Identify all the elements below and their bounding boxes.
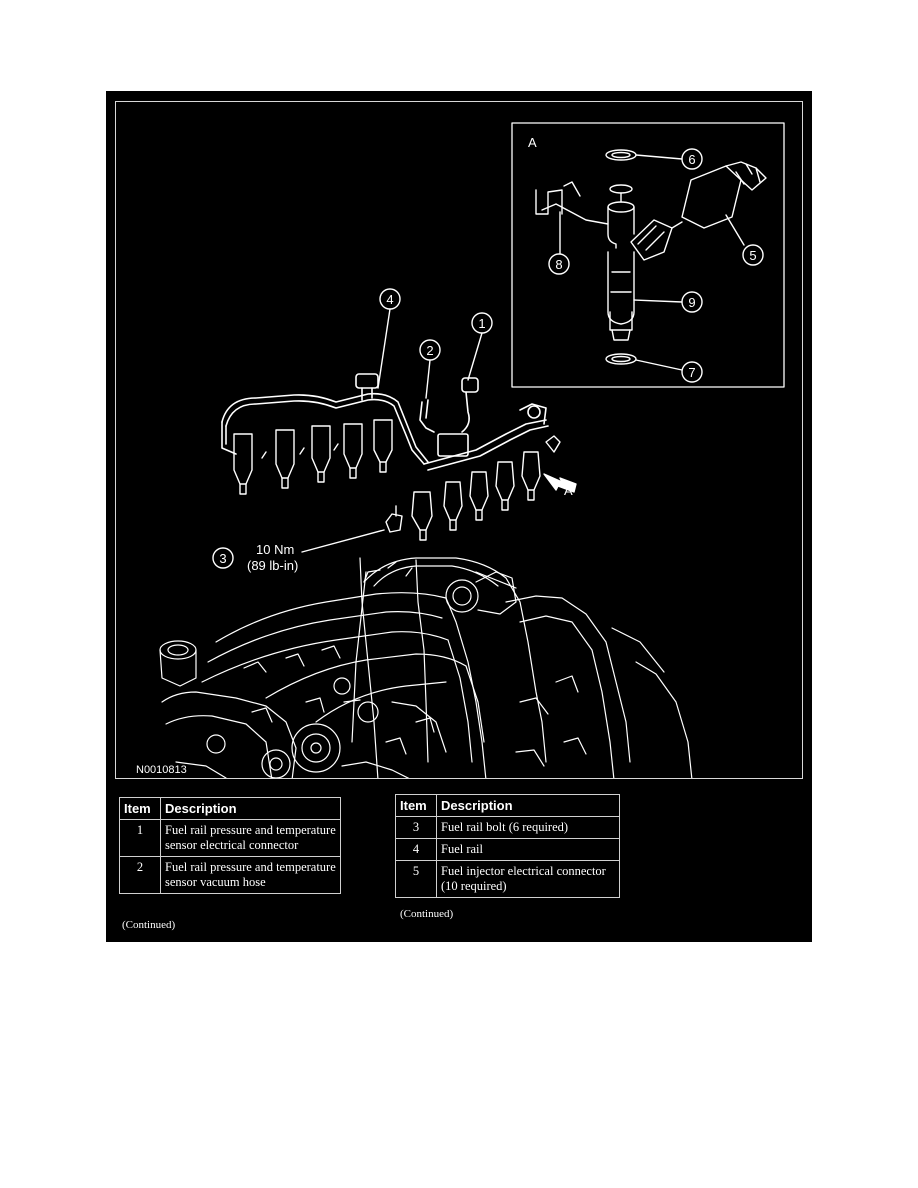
item-description: Fuel rail pressure and temperature senso… bbox=[160, 856, 341, 894]
svg-text:4: 4 bbox=[386, 292, 393, 307]
column-header-item: Item bbox=[395, 794, 437, 817]
rear-bank-injectors-drawing bbox=[233, 419, 393, 495]
item-description: Fuel rail bbox=[436, 838, 620, 861]
parts-table-left-wrapper: Item Description 1 Fuel rail pressure an… bbox=[119, 797, 341, 915]
callout-8: 8 bbox=[548, 253, 570, 275]
document-page: A bbox=[106, 91, 812, 942]
fuel-rail-drawing bbox=[221, 373, 549, 471]
table-row: 2 Fuel rail pressure and temperature sen… bbox=[119, 856, 341, 894]
column-header-item: Item bbox=[119, 797, 161, 820]
callout-9: 9 bbox=[681, 291, 703, 313]
upper-o-ring-drawing bbox=[605, 149, 637, 161]
continued-note-right: (Continued) bbox=[400, 908, 454, 920]
item-number: 5 bbox=[395, 860, 437, 898]
detail-a-inset-frame bbox=[511, 122, 785, 388]
item-description: Fuel rail pressure and temperature senso… bbox=[160, 819, 341, 857]
fuel-injector-drawing bbox=[607, 184, 635, 341]
fuel-rail-bolt-drawing bbox=[385, 505, 403, 533]
torque-value: 10 Nm bbox=[256, 542, 294, 557]
callout-3: 3 bbox=[212, 547, 234, 569]
item-number: 4 bbox=[395, 838, 437, 861]
svg-text:5: 5 bbox=[749, 248, 756, 263]
view-a-arrow: A bbox=[543, 473, 577, 498]
parts-table-right-wrapper: Item Description 3 Fuel rail bolt (6 req… bbox=[395, 794, 621, 906]
injector-clip-drawing bbox=[535, 181, 609, 225]
torque-value-imperial: (89 lb-in) bbox=[247, 558, 298, 573]
callout-2: 2 bbox=[419, 339, 441, 361]
callout-6: 6 bbox=[681, 148, 703, 170]
table-row: 1 Fuel rail pressure and temperature sen… bbox=[119, 819, 341, 857]
svg-text:6: 6 bbox=[688, 152, 695, 167]
callout-7: 7 bbox=[681, 361, 703, 383]
column-header-description: Description bbox=[160, 797, 341, 820]
callout-5: 5 bbox=[742, 244, 764, 266]
svg-text:8: 8 bbox=[555, 257, 562, 272]
svg-text:1: 1 bbox=[478, 316, 485, 331]
inset-label: A bbox=[528, 135, 537, 150]
injector-side-connector-drawing bbox=[630, 219, 673, 261]
table-row: 3 Fuel rail bolt (6 required) bbox=[395, 816, 620, 839]
callout-1: 1 bbox=[471, 312, 493, 334]
item-number: 1 bbox=[119, 819, 161, 857]
item-number: 2 bbox=[119, 856, 161, 894]
figure-id: N0010813 bbox=[136, 764, 187, 776]
item-description: Fuel injector electrical connector (10 r… bbox=[436, 860, 620, 898]
svg-text:A: A bbox=[564, 483, 573, 498]
electrical-connector-drawing bbox=[671, 161, 767, 229]
engine-drawing bbox=[159, 557, 693, 778]
table-row: 5 Fuel injector electrical connector (10… bbox=[395, 860, 620, 898]
fuel-rail-illustration: A bbox=[136, 122, 785, 778]
item-number: 3 bbox=[395, 816, 437, 839]
continued-note-left: (Continued) bbox=[122, 919, 176, 931]
svg-text:2: 2 bbox=[426, 343, 433, 358]
front-bank-injectors-drawing bbox=[411, 435, 561, 541]
svg-text:3: 3 bbox=[219, 551, 226, 566]
callout-4: 4 bbox=[379, 288, 401, 310]
svg-text:7: 7 bbox=[688, 365, 695, 380]
item-description: Fuel rail bolt (6 required) bbox=[436, 816, 620, 839]
parts-table-left: Item Description 1 Fuel rail pressure an… bbox=[119, 797, 341, 894]
column-header-description: Description bbox=[436, 794, 620, 817]
parts-table-right: Item Description 3 Fuel rail bolt (6 req… bbox=[395, 794, 620, 898]
lower-o-ring-drawing bbox=[605, 353, 637, 365]
svg-text:9: 9 bbox=[688, 295, 695, 310]
fuel-rail-figure: A bbox=[115, 101, 803, 779]
table-row: 4 Fuel rail bbox=[395, 838, 620, 861]
